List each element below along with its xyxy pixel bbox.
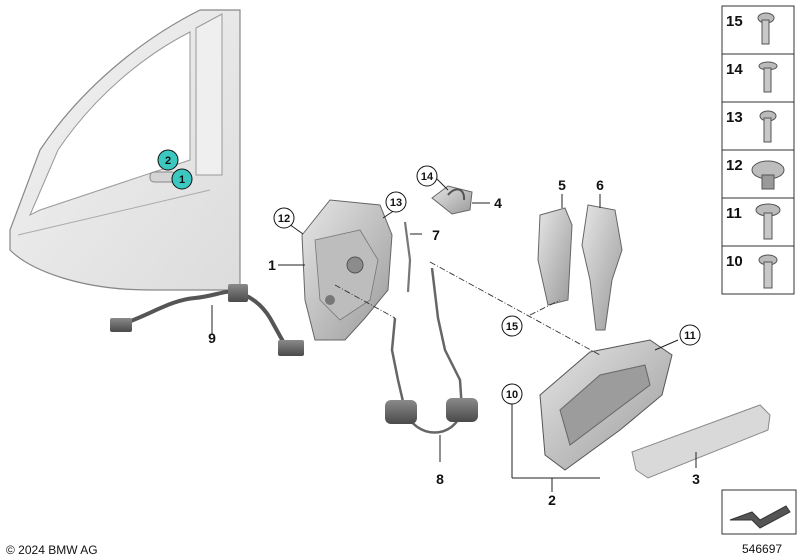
svg-text:11: 11 [726,205,742,222]
fastener-14[interactable]: 14 [726,61,778,93]
svg-text:10: 10 [506,389,518,401]
callout-13[interactable]: 13 [385,191,407,213]
callout-3[interactable]: 3 [692,471,700,487]
svg-text:2: 2 [548,492,556,508]
callout-6[interactable]: 6 [596,177,604,193]
handle-carrier [539,339,673,471]
callout-1[interactable]: 1 [268,257,276,273]
screw-icon [755,203,781,240]
svg-text:3: 3 [692,471,700,487]
wiring-harness [110,284,304,356]
callout-2[interactable]: 2 [548,492,556,508]
svg-text:1: 1 [179,174,185,186]
leader-lines [211,177,697,492]
screw-icon [759,110,777,143]
callout-8[interactable]: 8 [436,471,444,487]
screw-icon [758,61,778,93]
callout-11[interactable]: 11 [679,324,701,346]
callout-15[interactable]: 15 [501,315,523,337]
screw-icon [757,12,775,45]
svg-text:14: 14 [421,171,434,183]
svg-text:8: 8 [436,471,444,487]
svg-text:13: 13 [726,109,743,126]
svg-text:15: 15 [506,321,518,333]
svg-text:10: 10 [726,253,743,270]
callout-14[interactable]: 14 [416,165,438,187]
bolt-icon [758,254,778,289]
svg-text:13: 13 [390,197,402,209]
svg-text:2: 2 [165,155,171,167]
callout-9[interactable]: 9 [208,330,216,346]
svg-text:14: 14 [726,61,743,78]
fastener-10[interactable]: 10 [726,253,778,289]
fastener-15[interactable]: 15 [726,12,775,45]
svg-text:1: 1 [268,257,276,273]
callout-12[interactable]: 12 [273,207,295,229]
diagram-number: 546697 [742,542,782,556]
svg-text:11: 11 [684,330,696,342]
callout-5[interactable]: 5 [558,177,566,193]
striker [431,185,473,215]
callout-7[interactable]: 7 [432,227,440,243]
fastener-11[interactable]: 11 [726,203,781,240]
orientation-icon [721,489,797,535]
door-marker-1[interactable]: 1 [171,168,193,190]
fastener-13[interactable]: 13 [726,109,777,143]
bracket-6 [581,204,623,331]
fastener-12[interactable]: 12 [726,157,785,190]
bracket-5 [537,207,573,306]
guide-lines [334,261,601,356]
callout-10[interactable]: 10 [501,383,523,405]
bowden-cables [385,267,478,434]
door-marker-2[interactable]: 2 [157,149,179,171]
svg-text:12: 12 [278,213,290,225]
fastener-panel: 15 14 13 12 [721,5,795,295]
svg-text:4: 4 [494,195,502,211]
svg-text:9: 9 [208,330,216,346]
svg-text:12: 12 [726,157,743,174]
svg-text:5: 5 [558,177,566,193]
handle-cover [631,404,771,479]
door-lock [301,199,393,341]
clip-icon [751,160,785,190]
svg-text:15: 15 [726,13,743,30]
lock-rod [403,221,412,293]
callout-4[interactable]: 4 [494,195,502,211]
svg-text:7: 7 [432,227,440,243]
door-panel [9,9,241,291]
copyright-text: © 2024 BMW AG [6,543,98,557]
svg-text:6: 6 [596,177,604,193]
